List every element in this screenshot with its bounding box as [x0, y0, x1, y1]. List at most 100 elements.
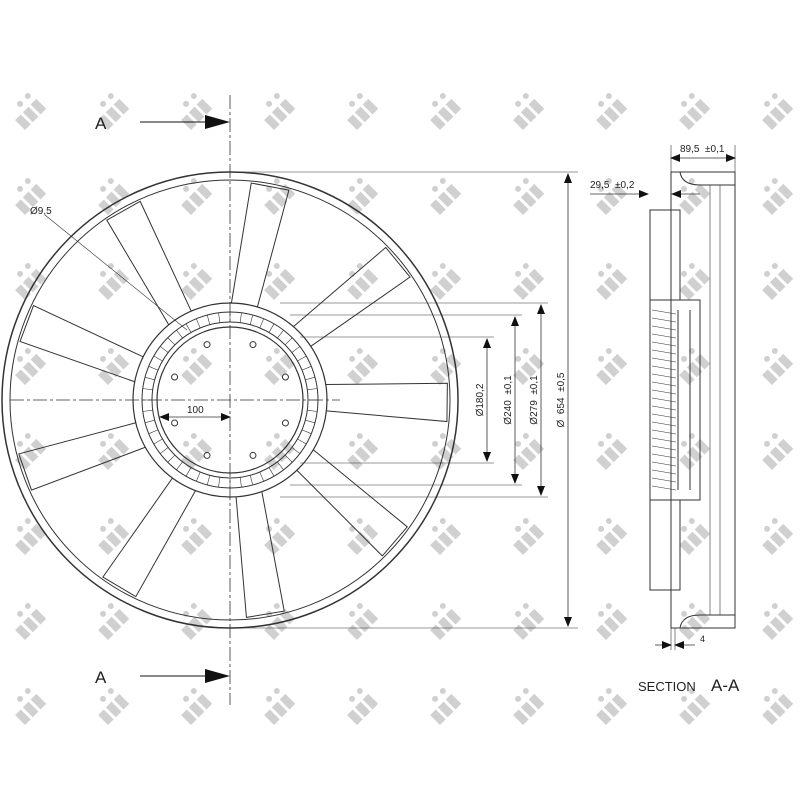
watermark-logo-icon	[181, 178, 213, 215]
watermark-logo-icon	[181, 263, 213, 300]
watermark-logo-icon	[181, 93, 213, 130]
watermark-logo-icon	[181, 518, 213, 555]
watermark-logo-icon	[264, 93, 296, 130]
watermark-logo-icon	[513, 688, 545, 725]
watermark-layer	[15, 93, 794, 725]
watermark-logo-icon	[513, 433, 545, 470]
watermark-logo-icon	[264, 348, 296, 385]
watermark-logo-icon	[98, 263, 130, 300]
watermark-logo-icon	[513, 518, 545, 555]
watermark-logo-icon	[181, 688, 213, 725]
fan-blade	[19, 304, 144, 383]
watermark-logo-icon	[679, 93, 711, 130]
watermark-logo-icon	[762, 688, 794, 725]
watermark-logo-icon	[15, 93, 47, 130]
watermark-logo-icon	[679, 348, 711, 385]
watermark-logo-icon	[679, 433, 711, 470]
watermark-logo-icon	[596, 263, 628, 300]
watermark-logo-icon	[15, 518, 47, 555]
watermark-logo-icon	[264, 518, 296, 555]
watermark-logo-icon	[15, 263, 47, 300]
section-marker-bottom: A	[95, 668, 230, 687]
bolt-hole	[171, 373, 179, 381]
watermark-logo-icon	[762, 603, 794, 640]
dim-depth-hub: 29,5 ±0,2	[590, 180, 635, 191]
section-label-bottom: A	[95, 668, 107, 687]
bolt-hole	[171, 419, 179, 427]
watermark-logo-icon	[596, 178, 628, 215]
fan-blade	[296, 449, 408, 557]
section-label-top: A	[95, 114, 107, 133]
fan-blade	[293, 246, 411, 347]
dim-d240: Ø240 ±0,1	[503, 375, 514, 425]
watermark-logo-icon	[347, 263, 379, 300]
dim-bolt-offset: 100	[187, 405, 204, 416]
watermark-logo-icon	[347, 433, 379, 470]
watermark-logo-icon	[347, 603, 379, 640]
watermark-logo-icon	[15, 433, 47, 470]
watermark-logo-icon	[98, 348, 130, 385]
watermark-logo-icon	[762, 263, 794, 300]
watermark-logo-icon	[347, 688, 379, 725]
watermark-logo-icon	[762, 518, 794, 555]
watermark-logo-icon	[98, 433, 130, 470]
watermark-logo-icon	[762, 348, 794, 385]
watermark-logo-icon	[513, 603, 545, 640]
watermark-logo-icon	[430, 263, 462, 300]
section-marker-top: A	[95, 114, 230, 133]
bolt-hole	[281, 373, 289, 381]
dim-depth-total: 89,5 ±0,1	[680, 144, 725, 155]
fan-blade	[325, 382, 448, 423]
watermark-logo-icon	[98, 518, 130, 555]
watermark-logo-icon	[430, 603, 462, 640]
watermark-logo-icon	[513, 178, 545, 215]
watermark-logo-icon	[15, 603, 47, 640]
watermark-logo-icon	[430, 688, 462, 725]
bolt-hole	[249, 451, 257, 459]
watermark-logo-icon	[15, 688, 47, 725]
watermark-logo-icon	[596, 518, 628, 555]
watermark-logo-icon	[430, 93, 462, 130]
fan-blade	[18, 422, 146, 491]
watermark-logo-icon	[98, 93, 130, 130]
watermark-logo-icon	[98, 178, 130, 215]
section-title-prefix: SECTION	[638, 679, 696, 694]
watermark-logo-icon	[15, 178, 47, 215]
watermark-logo-icon	[347, 178, 379, 215]
bolt-hole	[203, 451, 211, 459]
watermark-logo-icon	[264, 178, 296, 215]
dim-d654: Ø 654 ±0,5	[556, 372, 567, 427]
bolt-hole	[203, 341, 211, 349]
watermark-logo-icon	[762, 178, 794, 215]
watermark-logo-icon	[762, 433, 794, 470]
watermark-logo-icon	[181, 433, 213, 470]
fan-blade	[102, 477, 196, 598]
watermark-logo-icon	[430, 518, 462, 555]
watermark-logo-icon	[181, 603, 213, 640]
section-title-name: A-A	[711, 676, 740, 695]
watermark-logo-icon	[430, 348, 462, 385]
watermark-logo-icon	[762, 93, 794, 130]
watermark-logo-icon	[596, 603, 628, 640]
watermark-logo-icon	[596, 93, 628, 130]
watermark-logo-icon	[596, 348, 628, 385]
watermark-logo-icon	[264, 433, 296, 470]
watermark-logo-icon	[679, 178, 711, 215]
dim-thickness: 4	[700, 634, 705, 644]
watermark-logo-icon	[264, 263, 296, 300]
watermark-logo-icon	[264, 688, 296, 725]
fan-blade	[230, 182, 290, 308]
watermark-logo-icon	[98, 688, 130, 725]
watermark-logo-icon	[679, 263, 711, 300]
bolt-hole	[281, 419, 289, 427]
dim-hole-diameter: Ø9,5	[30, 206, 52, 217]
fan-blade	[235, 491, 285, 618]
bolt-holes	[171, 341, 289, 459]
blades	[18, 182, 448, 618]
watermark-logo-icon	[98, 603, 130, 640]
bolt-hole	[249, 341, 257, 349]
hub-ribs	[142, 312, 318, 488]
front-view	[1, 95, 578, 705]
watermark-logo-icon	[15, 348, 47, 385]
